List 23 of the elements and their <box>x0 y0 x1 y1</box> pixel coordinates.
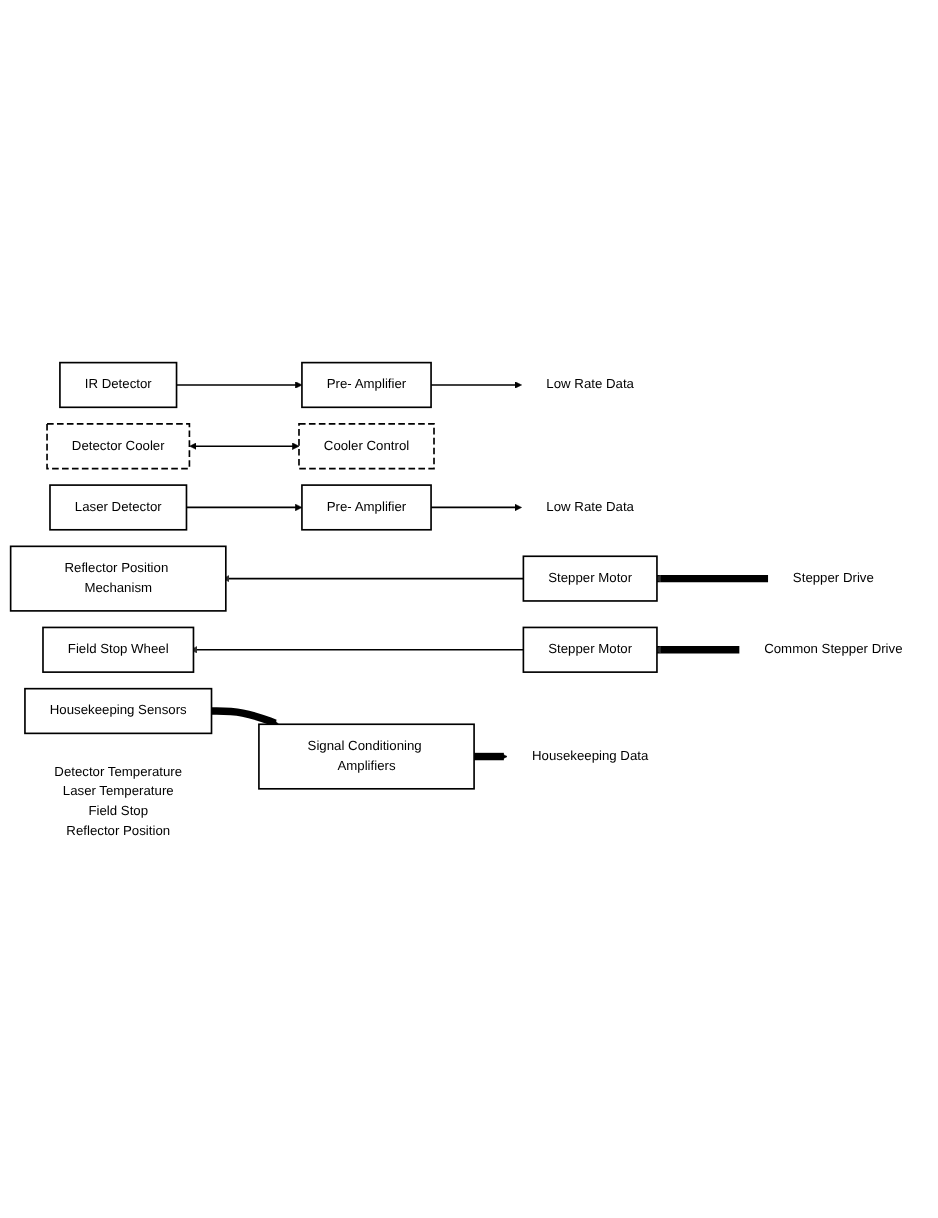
arrow <box>653 575 769 583</box>
node-box <box>59 362 178 409</box>
arrow <box>430 504 522 512</box>
node-box <box>298 423 435 470</box>
node-box <box>301 484 432 532</box>
node-box <box>49 484 188 532</box>
arrow <box>189 443 300 451</box>
node-box <box>9 546 227 613</box>
node-box <box>46 423 191 470</box>
arrow <box>185 504 303 512</box>
node-box <box>522 627 658 674</box>
arrow <box>222 575 525 583</box>
node-box <box>42 627 195 674</box>
arrow <box>653 646 741 655</box>
node-box <box>301 362 432 409</box>
node-box <box>24 688 213 735</box>
arrow <box>190 646 525 654</box>
node-box <box>258 724 475 791</box>
node-box <box>522 556 658 603</box>
arrow <box>473 753 508 761</box>
arrow <box>175 381 303 390</box>
arrow <box>430 381 522 390</box>
arrow <box>211 707 279 728</box>
